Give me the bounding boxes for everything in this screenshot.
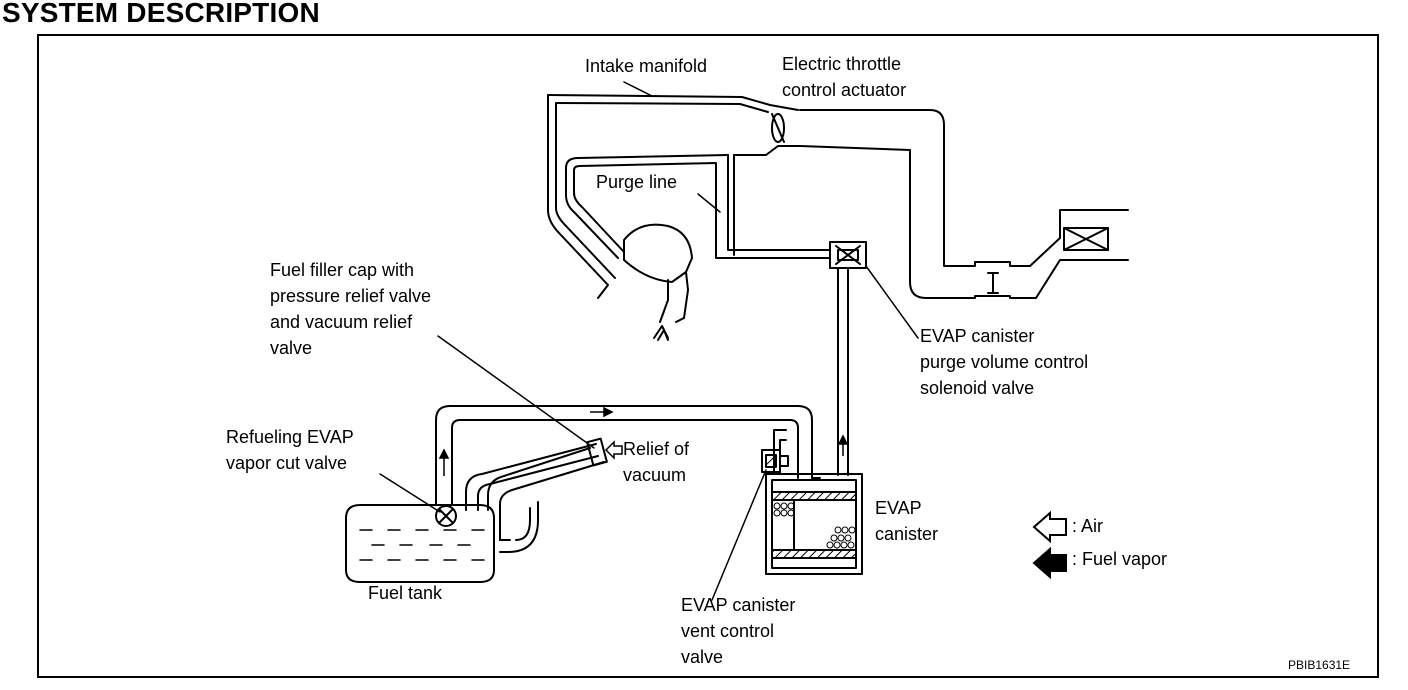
label-relief-of-vacuum: Relief of vacuum bbox=[623, 439, 690, 485]
label-vent-control-valve: EVAP canister vent control valve bbox=[681, 595, 796, 667]
fuel-vapor-legend-icon bbox=[1032, 546, 1067, 580]
label-electric-throttle: Electric throttle control actuator bbox=[782, 54, 907, 100]
relief-air-arrow bbox=[604, 440, 623, 460]
purge-solenoid-valve bbox=[829, 241, 867, 476]
flow-arrows bbox=[438, 406, 849, 476]
label-refueling-valve: Refueling EVAP vapor cut valve bbox=[226, 427, 354, 473]
label-purge-line: Purge line bbox=[596, 172, 678, 192]
fuel-tank bbox=[345, 504, 495, 583]
fuel-filler-neck bbox=[465, 437, 608, 553]
air-legend-icon bbox=[1032, 510, 1067, 544]
throttle-valve bbox=[771, 113, 785, 143]
diagram-frame bbox=[37, 34, 1379, 678]
legend-fuel-vapor-label: : Fuel vapor bbox=[1072, 549, 1168, 569]
label-evap-canister: EVAP canister bbox=[875, 498, 939, 544]
figure-code: PBIB1631E bbox=[1288, 658, 1351, 672]
legend-air-label: : Air bbox=[1072, 516, 1104, 536]
intake-manifold-pipe bbox=[547, 94, 1129, 299]
vapor-pipe bbox=[435, 405, 821, 506]
label-fuel-tank: Fuel tank bbox=[368, 583, 443, 603]
leader-lines bbox=[379, 81, 919, 601]
purge-line bbox=[565, 154, 831, 259]
vent-control-valve bbox=[761, 449, 789, 473]
page-title: SYSTEM DESCRIPTION bbox=[2, 0, 320, 28]
evap-canister bbox=[765, 429, 863, 575]
label-fuel-filler-cap: Fuel filler cap with pressure relief val… bbox=[270, 260, 432, 358]
label-intake-manifold: Intake manifold bbox=[585, 56, 708, 76]
engine-silhouette bbox=[623, 223, 693, 341]
label-purge-solenoid: EVAP canister purge volume control solen… bbox=[920, 326, 1089, 398]
